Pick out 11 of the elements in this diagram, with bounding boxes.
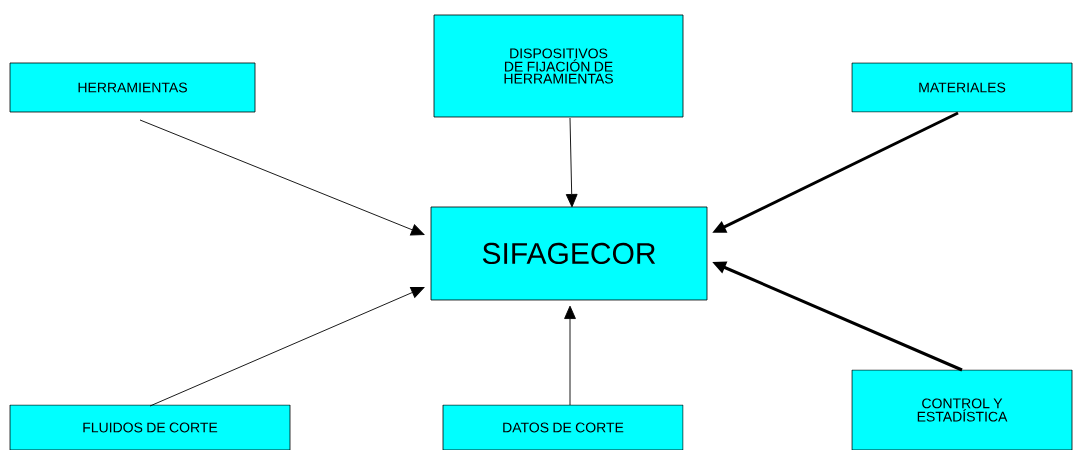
input-box: DATOS DE CORTE xyxy=(442,404,684,450)
input-box: MATERIALES xyxy=(851,62,1073,113)
arrow xyxy=(139,119,425,236)
input-box: DISPOSITIVOS DE FIJACIÓN DE HERRAMIENTAS xyxy=(433,14,684,118)
input-box: CONTROL Y ESTADÍSTICA xyxy=(851,369,1073,450)
system-box: SIFAGECOR xyxy=(430,206,708,301)
arrow xyxy=(149,286,425,407)
arrow xyxy=(564,305,576,406)
input-box: FLUIDOS DE CORTE xyxy=(9,404,291,450)
input-box: HERRAMIENTAS xyxy=(9,62,256,113)
arrow xyxy=(565,117,578,208)
